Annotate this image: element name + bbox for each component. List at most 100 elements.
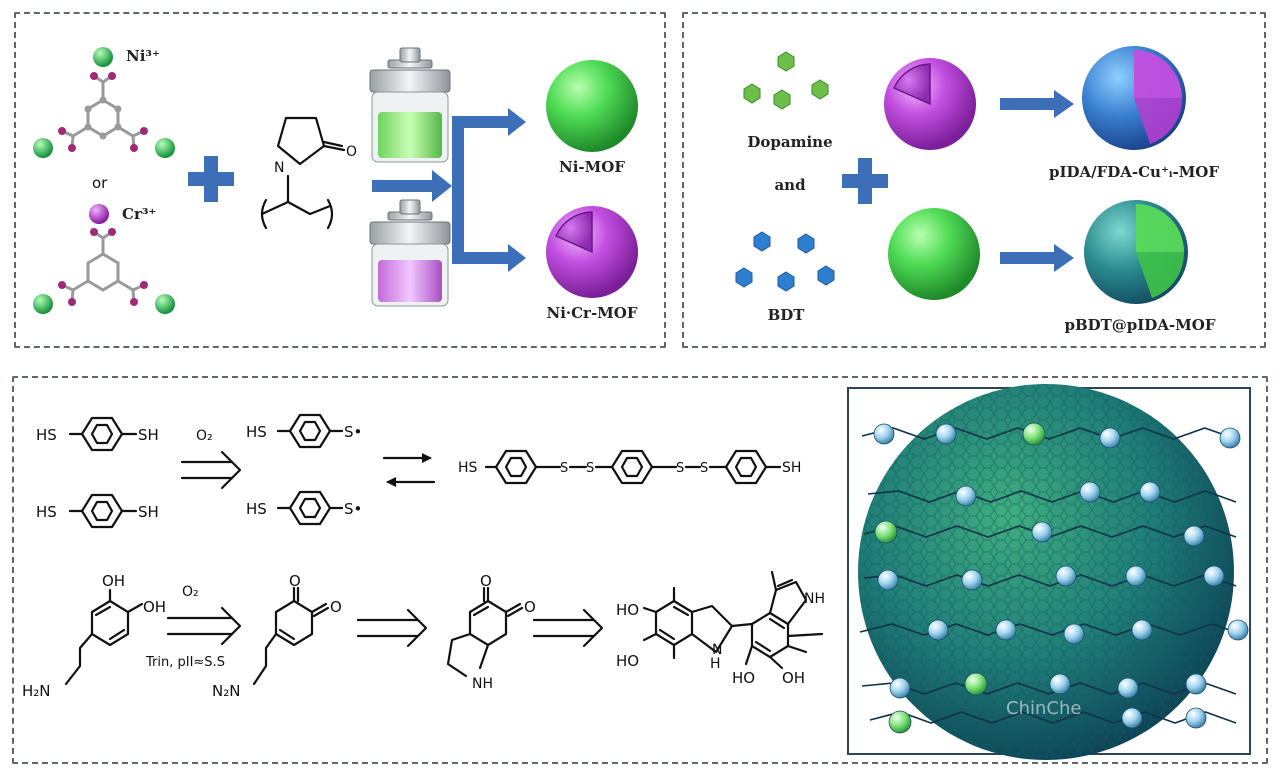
panel-reaction-mechanism [12,376,1268,764]
blue-bead [955,485,977,507]
arrow-b-bottom [1000,244,1074,272]
nicr-mof-sphere [546,206,638,298]
cr-ion-atom [89,204,109,224]
blue-bead [995,619,1017,641]
blue-bead [1079,481,1101,503]
reactor-pink-icon [369,199,451,307]
oh-label: OH [782,669,805,687]
o2-label-1: O₂ [196,428,213,444]
blue-bead [1099,427,1121,449]
dopamine-structure: OH OH H₂N [22,572,166,700]
dopamine-hexagons [743,51,829,110]
blue-bead [1185,707,1207,729]
ni-mof-sphere [546,60,638,152]
nicr-sphere-b [884,58,976,150]
s-radical-label: S• [344,500,362,518]
leukodopaminechrome-structure: O O NH [446,572,536,692]
ho-label: HO [616,601,639,619]
blue-bead [1203,565,1225,587]
blue-bead [1131,619,1153,641]
reactor-green-icon [369,47,451,163]
blue-bead [961,569,983,591]
o-label: O [524,598,536,616]
blue-bead [873,423,895,445]
green-bead [888,710,912,734]
blue-bead [1117,677,1139,699]
polymer-chain [863,574,1237,587]
pvp-o-label: O [346,144,357,160]
nh-label: NH [804,591,825,607]
oh-label: OH [143,598,166,616]
hs-label: HS [458,460,478,476]
green-bead [964,672,988,696]
hs-label: HS [246,423,267,441]
linker-cr-group: Cr³⁺ [33,204,175,314]
carbon-atoms-top [84,96,122,140]
polymer-chain [861,427,1237,440]
carboxyl-oxygens-bottom [58,228,148,306]
ion-label-ni: Ni³⁺ [126,47,160,65]
s-label: S [586,461,594,476]
ni-ion-atom-br [155,294,175,314]
double-arrow-1 [180,450,242,490]
blue-bead [1183,525,1205,547]
s-label: S [560,461,568,476]
blue-bead [1139,481,1161,503]
o-label: O [330,598,342,616]
blue-bead [1049,673,1071,695]
ion-label-cr: Cr³⁺ [122,205,156,223]
nicr-mof-label: Ni·Cr-MOF [546,304,637,322]
linker-ni-group: Ni³⁺ [33,47,175,158]
or-label: or [92,174,108,192]
blue-bead [1031,521,1053,543]
watermark: ChinChe [1006,698,1081,719]
double-arrow-2 [166,606,242,646]
thiyl-radical-2: HS S• [246,490,362,526]
benzene-hs-sh-2: HS SH [36,493,159,529]
n-label: N [712,642,722,658]
dimer-structure: HO HO H N NH HO OH [616,570,825,687]
product-bottom-label: pBDT@pIDA-MOF [1064,316,1215,334]
dopamine-label: Dopamine [747,133,832,151]
bdt-hexagons [735,231,835,292]
ni-sphere-b [888,208,980,300]
blue-bead [1121,707,1143,729]
panel-polymer-coating [682,12,1266,348]
ni-mof-label: Ni-MOF [559,158,625,176]
double-arrow-3 [356,608,428,648]
coated-sphere-bottom [1084,200,1188,304]
sh-label: SH [138,426,159,444]
ni-ion-atom [93,47,113,67]
equilibrium-arrows [382,453,436,487]
pvp-structure: O N [260,116,357,230]
s-label: S [676,461,684,476]
s-label: S [700,461,708,476]
n2n-label: N₂N [212,682,240,700]
oh-label: OH [102,572,125,590]
h2n-label: H₂N [22,682,51,700]
o2-label-2: O₂ [182,584,199,600]
blue-bead [1185,673,1207,695]
blue-bead [1063,623,1085,645]
carboxyl-oxygens-top [58,72,148,152]
btc-linker-bottom [61,230,145,303]
polymer-chain [869,711,1237,724]
blue-bead [877,569,899,591]
blue-bead [1219,427,1241,449]
polymer-chain [861,682,1237,695]
o-label: O [289,572,301,590]
hs-label: HS [36,426,57,444]
polymer-chain [859,623,1245,636]
blue-bead [927,619,949,641]
blue-bead [1227,619,1249,641]
reactor-vessels [369,47,451,307]
sh-label: SH [138,503,159,521]
green-bead [874,520,898,544]
plus-icon-a [188,156,234,202]
o-label: O [480,572,492,590]
dopaquinone-structure: O O N₂N [212,572,342,700]
pvp-n-label: N [274,160,284,176]
nh-label: NH [472,676,493,692]
thiyl-radical-1: HS S• [246,413,362,449]
arrow-b-top [1000,90,1074,118]
